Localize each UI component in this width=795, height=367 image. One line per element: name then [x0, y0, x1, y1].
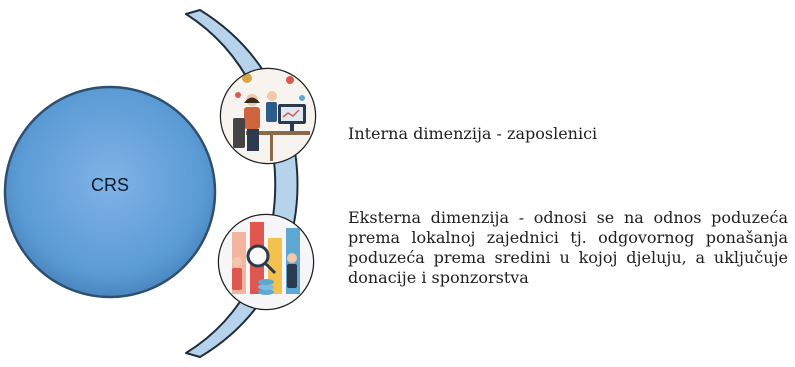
data-analysis-team-icon	[217, 213, 315, 311]
crs-circle	[3, 85, 217, 299]
office-worker-icon	[219, 67, 317, 165]
internal-dimension-text: Interna dimenzija - zaposlenici	[348, 124, 598, 143]
crs-label: CRS	[90, 175, 129, 195]
external-dimension-text: Eksterna dimenzija - odnosi se na odnos …	[348, 208, 788, 287]
